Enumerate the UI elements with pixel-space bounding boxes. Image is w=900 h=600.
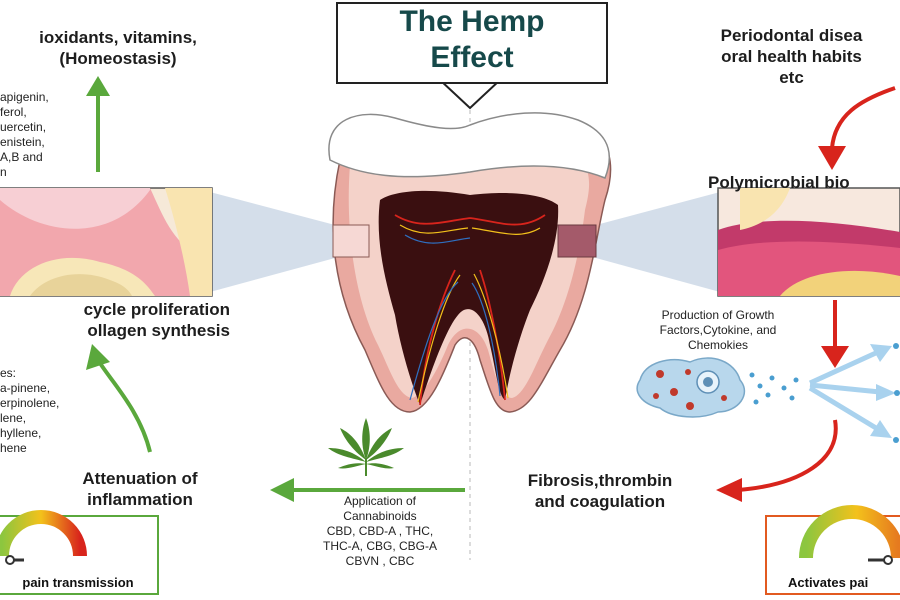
flavonoid-item: A,B and <box>0 150 43 164</box>
disease-title-line: oral health habits <box>721 47 862 66</box>
flavonoid-item: n <box>0 165 7 179</box>
blue-arrow-up <box>808 349 880 386</box>
arrow-up-proliferation <box>96 358 152 453</box>
attenuation-title: Attenuation of inflammation <box>40 468 240 510</box>
right-zoom-beam <box>596 192 720 292</box>
terpene-item: hene <box>0 441 27 455</box>
blue-arrow-down <box>808 385 878 431</box>
flavonoid-item: ferol, <box>0 105 27 119</box>
left-zoom-source <box>332 224 370 258</box>
cannabis-leaf-icon <box>328 418 404 476</box>
terpene-item: es: <box>0 366 17 380</box>
flavonoid-list: apigenin, ferol, uercetin, enistein, A,B… <box>0 90 90 180</box>
title-callout-tail <box>437 79 503 110</box>
flavonoid-item: enistein, <box>0 135 45 149</box>
arrow-down-biofilm <box>830 86 896 149</box>
cytokine-dots <box>749 372 799 405</box>
flavonoid-item: apigenin, <box>0 90 49 104</box>
left-inset-healthy-gum <box>0 187 213 297</box>
disease-title-line: etc <box>779 68 804 87</box>
growth-factors-line: Production of Growth <box>661 308 775 322</box>
attenuation-title-line: inflammation <box>87 490 193 509</box>
disease-title-line: Periodontal disea <box>720 26 863 45</box>
left-gauge-arc <box>0 510 87 557</box>
arrowhead-down-biofilm <box>818 146 846 170</box>
cannabinoids-line: Application of <box>343 494 417 508</box>
blue-arrow-mid <box>809 382 881 395</box>
title-line-2: Effect <box>430 41 514 74</box>
proliferation-title-line: ollagen synthesis <box>87 321 230 340</box>
arrowhead-left-cannabinoids <box>270 478 294 502</box>
growth-factors-text: Production of Growth Factors,Cytokine, a… <box>620 308 816 353</box>
blue-dot <box>894 390 900 396</box>
title-line-1: The Hemp <box>399 5 545 38</box>
antioxidants-title: ioxidants, vitamins, (Homeostasis) <box>0 27 236 69</box>
proliferation-title-line: cycle proliferation <box>83 300 230 319</box>
cannabinoids-line: Cannabinoids <box>343 509 417 523</box>
blue-dot <box>893 343 899 349</box>
arrow-curve-fibrosis <box>737 419 838 492</box>
right-zoom-source <box>557 224 597 258</box>
left-zoom-beam <box>210 192 335 292</box>
blue-arrowhead-up <box>870 344 892 362</box>
fibrosis-title-line: Fibrosis,thrombin <box>527 471 673 490</box>
growth-factors-line: Chemokies <box>687 338 749 352</box>
arrowhead-up-antioxidants <box>86 76 110 96</box>
arrowhead-up-proliferation <box>86 344 110 370</box>
tooth-illustration <box>328 112 612 413</box>
left-pain-gauge-panel <box>0 510 159 595</box>
proliferation-title: cycle proliferation ollagen synthesis <box>0 299 230 341</box>
cannabinoids-text: Application of Cannabinoids CBD, CBD-A ,… <box>300 494 460 569</box>
antioxidants-title-line: ioxidants, vitamins, <box>39 28 197 47</box>
flavonoid-item: uercetin, <box>0 120 47 134</box>
cannabinoids-line: THC-A, CBG, CBG-A <box>322 539 437 553</box>
disease-title: Periodontal disea oral health habits etc <box>683 25 900 88</box>
terpene-item: erpinolene, <box>0 396 60 410</box>
biofilm-title: Polymicrobial bio <box>708 173 850 192</box>
terpene-item: a-pinene, <box>0 381 51 395</box>
cannabinoids-line: CBVN , CBC <box>345 554 415 568</box>
arrowhead-down-growth <box>821 346 849 368</box>
antioxidants-title-line: (Homeostasis) <box>59 49 177 68</box>
terpene-item: hyllene, <box>0 426 42 440</box>
right-pain-label: Activates pai <box>788 575 869 590</box>
terpene-item: lene, <box>0 411 27 425</box>
title-box: The Hemp Effect <box>336 2 608 84</box>
immune-cell-icon <box>636 357 746 418</box>
right-inset-inflamed-gum <box>717 187 900 297</box>
growth-factors-line: Factors,Cytokine, and <box>659 323 777 337</box>
arrowhead-fibrosis <box>716 478 742 502</box>
blue-arrowhead-mid <box>876 384 896 401</box>
fibrosis-title-line: and coagulation <box>534 492 666 511</box>
blue-dot <box>893 437 899 443</box>
left-pain-label: pain transmission <box>22 575 134 590</box>
right-pain-gauge-panel <box>765 505 900 595</box>
right-gauge-arc <box>799 505 900 559</box>
attenuation-title-line: Attenuation of <box>82 469 198 488</box>
fibrosis-title: Fibrosis,thrombin and coagulation <box>490 470 710 512</box>
blue-arrowhead-down <box>870 420 892 438</box>
terpene-list: es: a-pinene, erpinolene, lene, hyllene,… <box>0 366 90 456</box>
cannabinoids-line: CBD, CBD-A , THC, <box>326 524 434 538</box>
